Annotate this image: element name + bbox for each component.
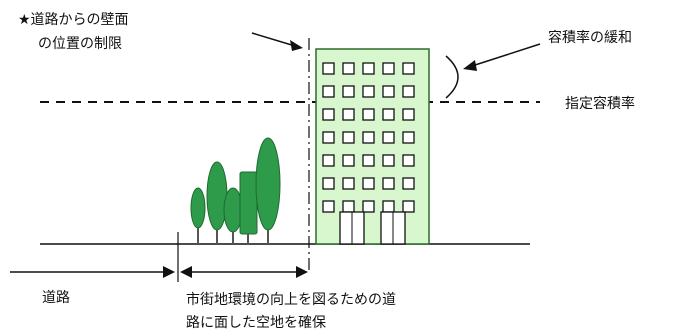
building-window bbox=[362, 108, 375, 121]
building-window bbox=[402, 108, 415, 121]
open-space-label-line2: 路に面した空地を確保 bbox=[186, 315, 326, 331]
building-window bbox=[362, 200, 375, 213]
building-window bbox=[382, 131, 395, 144]
road-label: 道路 bbox=[42, 290, 70, 306]
building-body bbox=[315, 48, 430, 245]
building-window bbox=[362, 131, 375, 144]
tree bbox=[223, 187, 243, 244]
building-window bbox=[342, 177, 355, 190]
far-relaxation-brace bbox=[445, 55, 459, 99]
building-window bbox=[362, 62, 375, 75]
building-window bbox=[402, 85, 415, 98]
open-space-width-arrow bbox=[180, 266, 308, 278]
building-window bbox=[322, 154, 335, 167]
building-window bbox=[382, 200, 395, 213]
building-window bbox=[402, 177, 415, 190]
building-window bbox=[342, 108, 355, 121]
building-window bbox=[322, 85, 335, 98]
building-doors bbox=[339, 211, 406, 245]
building-window bbox=[382, 108, 395, 121]
far-relaxation-arrow bbox=[463, 43, 541, 71]
tree bbox=[239, 171, 258, 244]
building-window bbox=[362, 85, 375, 98]
building-window bbox=[382, 177, 395, 190]
building-window bbox=[342, 85, 355, 98]
building bbox=[315, 48, 430, 245]
building-window bbox=[342, 131, 355, 144]
building-window bbox=[322, 62, 335, 75]
building-window bbox=[362, 177, 375, 190]
building-window bbox=[342, 200, 355, 213]
building-window bbox=[402, 200, 415, 213]
building-window bbox=[322, 108, 335, 121]
building-window bbox=[382, 154, 395, 167]
building-window bbox=[322, 131, 335, 144]
building-window bbox=[342, 154, 355, 167]
far-relaxation-label: 容積率の緩和 bbox=[548, 30, 632, 46]
building-windows bbox=[322, 62, 415, 213]
wall-limit-label-line2: の位置の制限 bbox=[38, 36, 122, 52]
building-window bbox=[382, 85, 395, 98]
building-window bbox=[362, 154, 375, 167]
tree bbox=[190, 187, 206, 244]
road-width-arrow bbox=[10, 266, 175, 278]
building-window bbox=[322, 177, 335, 190]
open-space-label-line1: 市街地環境の向上を図るための道 bbox=[186, 292, 396, 308]
building-window bbox=[402, 154, 415, 167]
trees bbox=[190, 137, 281, 244]
designated-far-label: 指定容積率 bbox=[565, 96, 635, 112]
building-window bbox=[342, 62, 355, 75]
building-window bbox=[322, 200, 335, 213]
building-window bbox=[402, 131, 415, 144]
wall-limit-label-line1: ★道路からの壁面 bbox=[18, 12, 129, 28]
building-window bbox=[382, 62, 395, 75]
tree bbox=[255, 137, 281, 244]
building-window bbox=[402, 62, 415, 75]
setback-pointer-arrow bbox=[251, 32, 303, 51]
